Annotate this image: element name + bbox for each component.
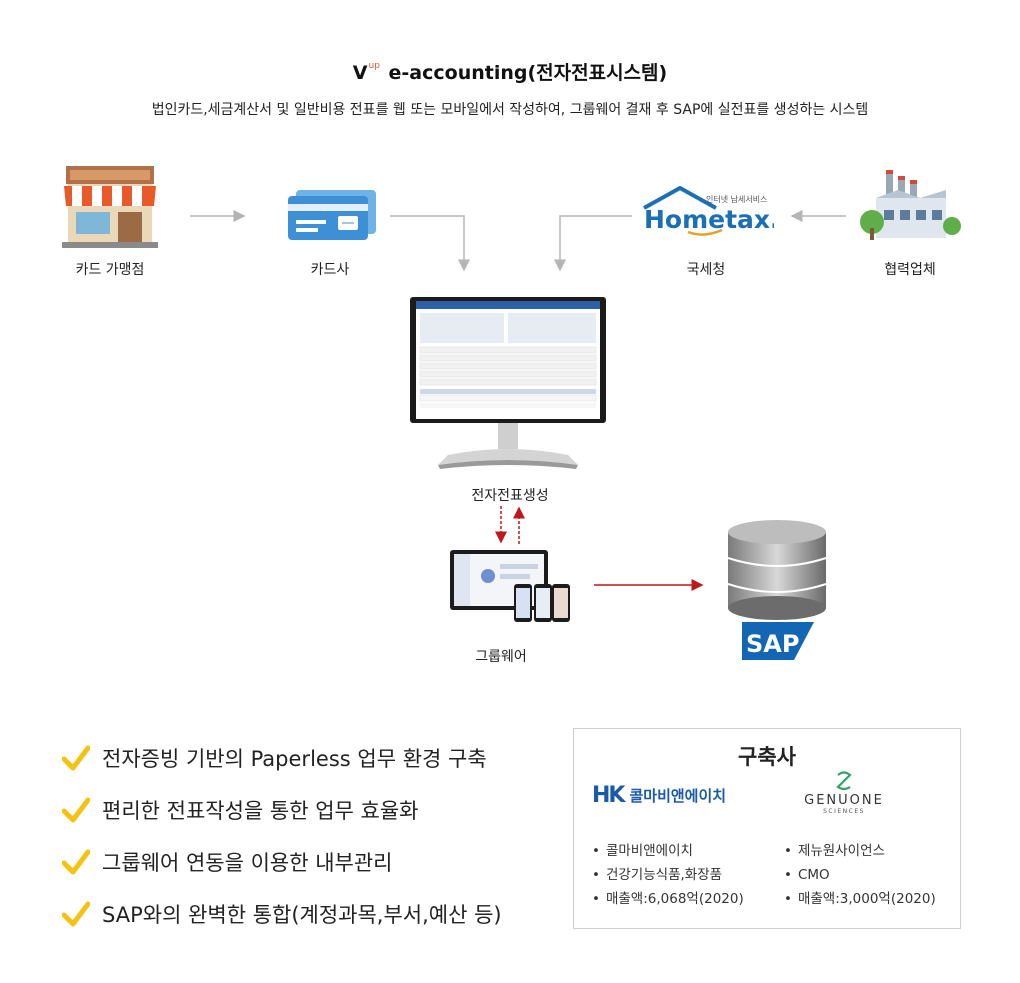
clients-title: 구축사 bbox=[738, 745, 796, 769]
partner-label: 협력업체 bbox=[884, 262, 936, 278]
page-title: Vup e-accounting(전자전표시스템) bbox=[0, 58, 1020, 85]
title-main: e-accounting(전자전표시스템) bbox=[388, 62, 668, 84]
credit-card-icon bbox=[288, 190, 376, 240]
card-label: 카드사 bbox=[310, 262, 350, 278]
list-item: CMO bbox=[784, 863, 936, 887]
title-superscript: up bbox=[368, 60, 380, 71]
feature-list: 전자증빙 기반의 Paperless 업무 환경 구축 편리한 전표작성을 통한… bbox=[62, 732, 502, 940]
kolmar-info-list: 콜마비앤에이치 건강기능식품,화장품 매출액:6,068억(2020) bbox=[592, 839, 744, 911]
svg-text:인터넷 납세서비스: 인터넷 납세서비스 bbox=[706, 194, 767, 204]
feature-text: 그룹웨어 연동을 이용한 내부관리 bbox=[102, 851, 393, 875]
devices-icon bbox=[450, 550, 570, 622]
feature-item: SAP와의 완벽한 통합(계정과목,부서,예산 등) bbox=[62, 888, 502, 940]
genuone-logo: GENUONE SCIENCES bbox=[784, 771, 904, 815]
hometax-label: 국세청 bbox=[686, 262, 726, 278]
list-item: 건강기능식품,화장품 bbox=[592, 863, 744, 887]
feature-text: 전자증빙 기반의 Paperless 업무 환경 구축 bbox=[102, 747, 487, 771]
feature-item: 그룹웨어 연동을 이용한 내부관리 bbox=[62, 836, 502, 888]
hometax-logo: 인터넷 납세서비스 Hometax. bbox=[643, 186, 774, 236]
factory-icon bbox=[860, 170, 961, 240]
monitor-label: 전자전표생성 bbox=[471, 488, 549, 504]
page-subtitle: 법인카드,세금계산서 및 일반비용 전표를 웹 또는 모바일에서 작성하여, 그… bbox=[151, 102, 869, 118]
monitor-icon bbox=[410, 297, 606, 469]
svg-text:Hometax.: Hometax. bbox=[644, 205, 774, 234]
sap-logo: SAP bbox=[746, 630, 799, 658]
kolmar-logo: HK 콜마비앤에이치 bbox=[592, 783, 726, 808]
kolmar-logo-text: 콜마비앤에이치 bbox=[629, 787, 727, 805]
clients-box: 구축사 HK 콜마비앤에이치 GENUONE SCIENCES 콜마비앤에이치 … bbox=[573, 728, 961, 929]
feature-text: SAP와의 완벽한 통합(계정과목,부서,예산 등) bbox=[102, 903, 502, 927]
check-icon bbox=[62, 849, 90, 875]
check-icon bbox=[62, 797, 90, 823]
groupware-label: 그룹웨어 bbox=[475, 649, 527, 665]
store-icon bbox=[62, 166, 158, 248]
arrow-card-to-monitor bbox=[390, 215, 470, 272]
genuone-mark-icon bbox=[836, 771, 852, 791]
title-prefix: V bbox=[352, 62, 368, 84]
check-icon bbox=[62, 901, 90, 927]
database-icon: SAP bbox=[727, 520, 827, 660]
feature-item: 편리한 전표작성을 통한 업무 효율화 bbox=[62, 784, 502, 836]
feature-item: 전자증빙 기반의 Paperless 업무 환경 구축 bbox=[62, 732, 502, 784]
list-item: 매출액:3,000억(2020) bbox=[784, 887, 936, 911]
list-item: 제뉴원사이언스 bbox=[784, 839, 936, 863]
list-item: 콜마비앤에이치 bbox=[592, 839, 744, 863]
kolmar-logo-mark: HK bbox=[592, 783, 625, 808]
genuone-info-list: 제뉴원사이언스 CMO 매출액:3,000억(2020) bbox=[784, 839, 936, 911]
genuone-logo-sub: SCIENCES bbox=[823, 808, 865, 815]
list-item: 매출액:6,068억(2020) bbox=[592, 887, 744, 911]
store-label: 카드 가맹점 bbox=[75, 262, 145, 278]
feature-text: 편리한 전표작성을 통한 업무 효율화 bbox=[102, 799, 419, 823]
genuone-logo-text: GENUONE bbox=[804, 793, 884, 808]
arrow-hometax-to-monitor bbox=[554, 215, 632, 272]
check-icon bbox=[62, 745, 90, 771]
